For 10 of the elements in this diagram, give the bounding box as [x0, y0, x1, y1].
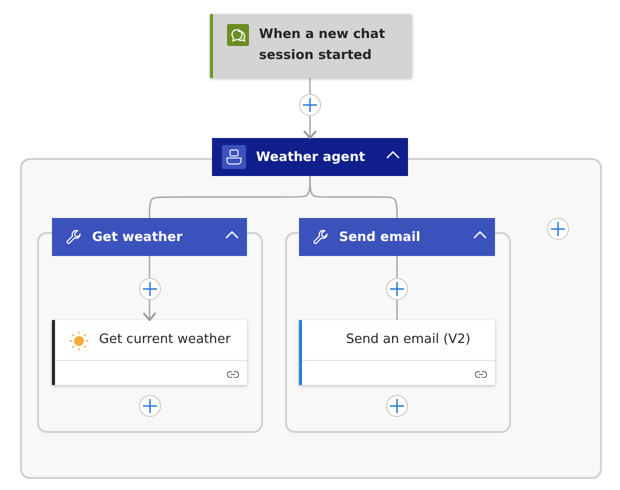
action-card — [52, 320, 247, 385]
scope-title: Send email — [339, 230, 420, 244]
action-title: Get current weather — [99, 332, 231, 347]
connector — [309, 176, 398, 218]
trigger-title: When a new chat session started — [259, 26, 386, 65]
trigger-card — [210, 14, 412, 78]
scope-title: Weather agent — [256, 150, 366, 164]
action-title: Send an email (V2) — [346, 332, 471, 347]
action-card — [299, 320, 495, 385]
scope-title: Get weather — [92, 230, 183, 244]
